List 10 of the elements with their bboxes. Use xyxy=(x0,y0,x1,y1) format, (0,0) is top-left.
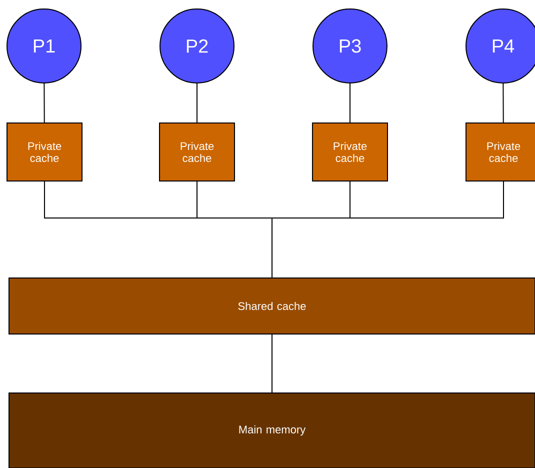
cache-box: Private cache xyxy=(6,122,82,182)
connector-line xyxy=(272,181,504,278)
cache-box: Private cache xyxy=(159,122,235,182)
cache-box: Private cache xyxy=(312,122,388,182)
connector-line xyxy=(196,83,198,123)
shared-cache-box: Shared cache xyxy=(8,278,535,334)
connector-line xyxy=(44,83,45,123)
connector-line xyxy=(502,83,504,123)
cache-box: Private cache xyxy=(466,122,535,182)
memory-box: Main memory xyxy=(8,392,535,468)
